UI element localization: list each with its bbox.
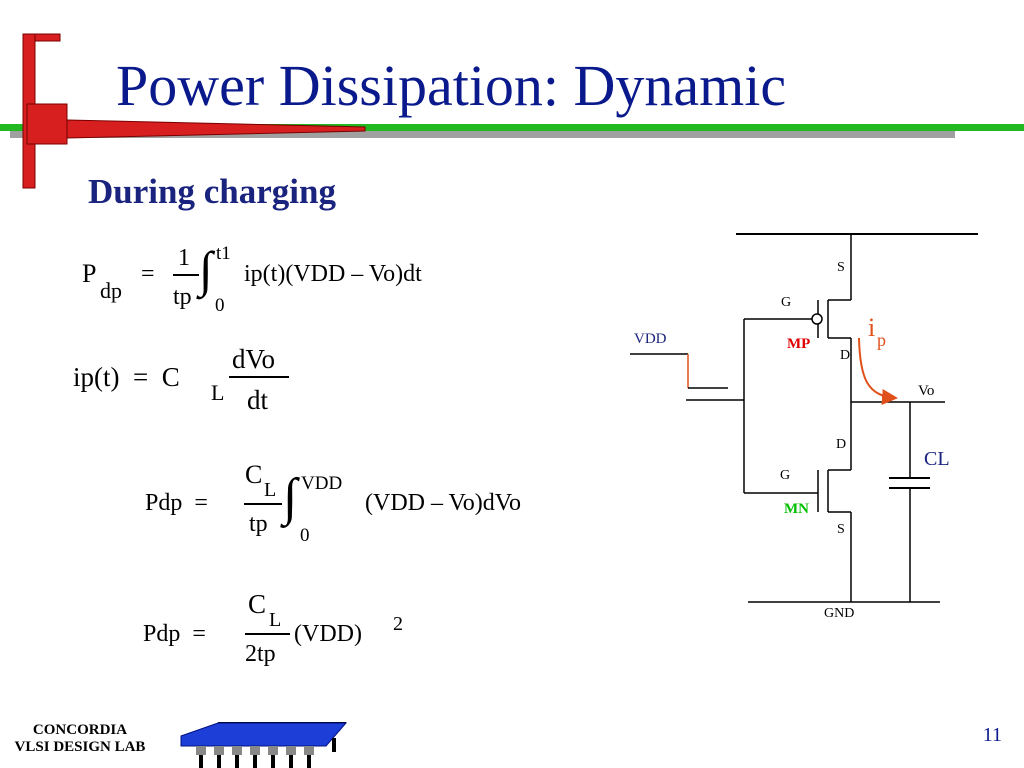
header-rule-gray [10, 131, 955, 138]
pmos-source-label: S [837, 260, 845, 275]
current-label-main: i [868, 313, 875, 342]
eq1-frac-den: tp [173, 284, 192, 310]
eq3-integral-sign: ∫ [283, 469, 298, 526]
slide-title: Power Dissipation: Dynamic [116, 53, 787, 118]
eq3-int-upper: VDD [301, 473, 343, 494]
nmos-source-label: S [837, 522, 845, 537]
pmos-drain-label: D [840, 348, 850, 363]
eq1-integrand: ip(t)(VDD – Vo)dt [244, 261, 422, 287]
eq3-lhs: Pdp = [145, 490, 208, 516]
circuit-wires [686, 233, 978, 603]
eq4-lhs: Pdp = [143, 621, 206, 647]
nmos-drain-label: D [836, 437, 846, 452]
vdd-step-waveform [630, 353, 728, 389]
eq1-frac-line [173, 274, 199, 276]
eq1-lhs-main: P [82, 259, 97, 288]
page-number: 11 [982, 724, 1002, 746]
eq1-int-lower: 0 [215, 295, 225, 316]
gnd-label: GND [824, 606, 854, 621]
eq1-lhs-sub: dp [100, 278, 122, 303]
eq2-frac-line [229, 376, 289, 378]
eq4-frac-line [245, 633, 290, 635]
eq1-equals: = [141, 261, 155, 287]
current-label-sub: p [877, 330, 886, 350]
eq4-frac-den: 2tp [245, 641, 276, 667]
current-arrow [858, 337, 898, 405]
logo-mark [22, 33, 366, 189]
eq2-lhs-sub: L [211, 380, 225, 405]
eq2-frac-den: dt [247, 385, 269, 415]
eq1-frac-num: 1 [178, 245, 190, 271]
eq4-frac-num-sub: L [269, 609, 282, 631]
cl-label: CL [924, 448, 950, 470]
footer-org-line2: VLSI DESIGN LAB [14, 739, 146, 755]
eq3-frac-den: tp [249, 511, 268, 537]
eq4-rhs: (VDD) [294, 621, 362, 647]
pmos-gate-bubble [811, 313, 823, 325]
eq1-int-upper: t1 [216, 243, 231, 264]
header-decoration [0, 33, 1024, 189]
eq4-frac-num-main: C [248, 589, 267, 619]
eq3-int-lower: 0 [300, 525, 310, 546]
vdd-label: VDD [634, 331, 667, 347]
eq3-frac-num-sub: L [264, 479, 277, 501]
vo-label: Vo [918, 383, 934, 399]
slide-subtitle: During charging [88, 172, 336, 211]
eq3-integrand: (VDD – Vo)dVo [365, 491, 522, 515]
eq2-frac-num: dVo [232, 344, 276, 374]
eq1-integral-sign: ∫ [199, 241, 213, 297]
nmos-label: MN [784, 501, 809, 517]
nmos-gate-label: G [780, 468, 790, 483]
eq2-lhs: ip(t) = C [73, 362, 180, 392]
eq3-frac-line [244, 503, 282, 505]
footer-org-name: CONCORDIA VLSI DESIGN LAB [0, 722, 160, 756]
footer-org-line1: CONCORDIA [32, 722, 128, 738]
pmos-label: MP [787, 336, 810, 352]
eq4-rhs-sup: 2 [393, 613, 403, 635]
eq3-frac-num-main: C [245, 460, 263, 489]
header-rule-green [0, 124, 1024, 131]
pmos-gate-label: G [781, 295, 791, 310]
chip-logo-icon [180, 722, 348, 768]
